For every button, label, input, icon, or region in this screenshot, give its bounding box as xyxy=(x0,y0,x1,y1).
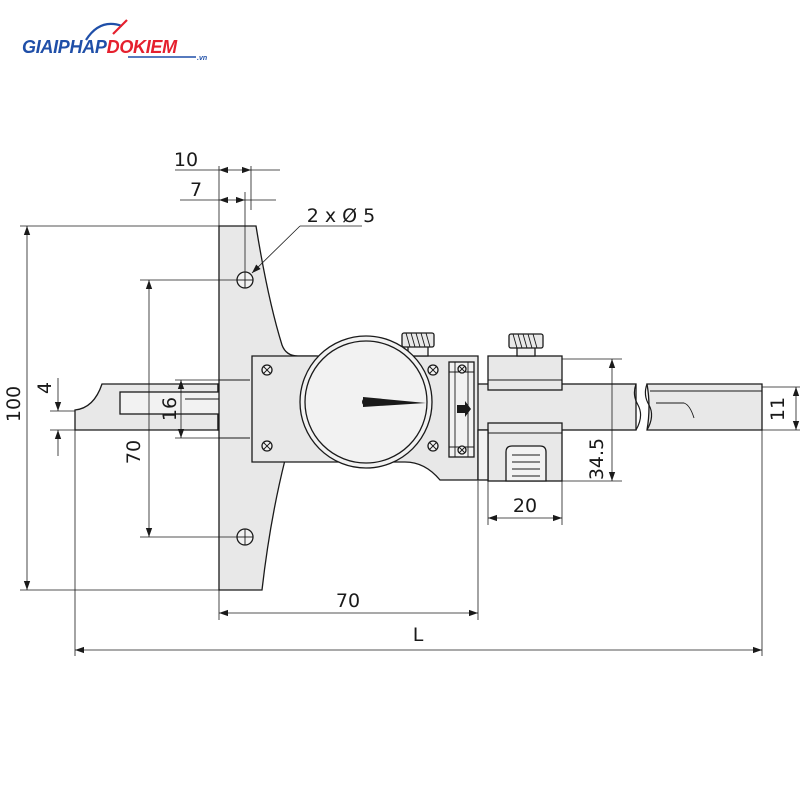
dim-width-70 xyxy=(218,481,479,620)
dim-length-L xyxy=(74,430,763,656)
screw-bottom-right xyxy=(427,440,439,452)
direction-arrow-icon xyxy=(457,401,471,417)
logo-needle-icon xyxy=(112,19,128,35)
dim-label-10: 10 xyxy=(174,149,198,171)
dim-label-34-5: 34.5 xyxy=(586,438,608,480)
beam-right-end xyxy=(646,383,763,431)
dial-needle-icon xyxy=(363,397,426,407)
brand-logo: GIAIPHAPDOKIEM .vn xyxy=(22,19,207,62)
dim-label-100: 100 xyxy=(3,386,25,422)
dim-label-L: L xyxy=(413,624,424,646)
dim-label-11: 11 xyxy=(767,397,789,421)
dim-holes-leader xyxy=(251,225,362,274)
fine-adjust-clamp xyxy=(477,333,563,482)
clamp-link xyxy=(477,429,489,481)
clamp-screw-knob-icon xyxy=(508,333,544,349)
dim-label-70-vertical: 70 xyxy=(123,440,145,464)
screw-top-right xyxy=(427,364,439,376)
dim-height-100 xyxy=(20,225,219,591)
dim-height-70 xyxy=(140,279,237,538)
dial-pivot xyxy=(362,398,370,406)
dim-label-holes: 2 x Ø 5 xyxy=(307,205,376,227)
dim-label-16: 16 xyxy=(159,397,181,421)
logo-arc-icon xyxy=(85,22,123,41)
screw-side-top xyxy=(457,364,467,374)
dim-label-7: 7 xyxy=(190,179,202,201)
beam-break-right xyxy=(644,383,653,431)
dim-height-34-5 xyxy=(562,358,622,482)
dim-width-20 xyxy=(487,481,563,525)
fine-feed-wheel-icon xyxy=(505,445,547,482)
beam-break-left xyxy=(633,383,642,431)
beam-groove-right xyxy=(656,402,695,419)
dim-label-20: 20 xyxy=(513,495,537,517)
dim-height-16 xyxy=(175,379,219,439)
logo-suffix: .vn xyxy=(197,55,207,62)
screw-top-left xyxy=(261,364,273,376)
clamp-upper xyxy=(487,355,563,391)
screw-bottom-left xyxy=(261,440,273,452)
logo-text: GIAIPHAPDOKIEM xyxy=(22,37,178,57)
lock-screw-knob-icon xyxy=(401,332,435,357)
dim-label-4: 4 xyxy=(34,382,56,394)
screw-side-bottom xyxy=(457,445,467,455)
logo-part2: DOKIEM xyxy=(107,37,179,57)
dim-top-offsets xyxy=(175,166,280,272)
dim-height-4 xyxy=(50,378,75,456)
logo-part1: GIAIPHAP xyxy=(22,37,108,57)
dial-housing xyxy=(251,332,479,481)
dim-height-11 xyxy=(762,386,800,431)
dim-label-70-horizontal: 70 xyxy=(336,590,360,612)
